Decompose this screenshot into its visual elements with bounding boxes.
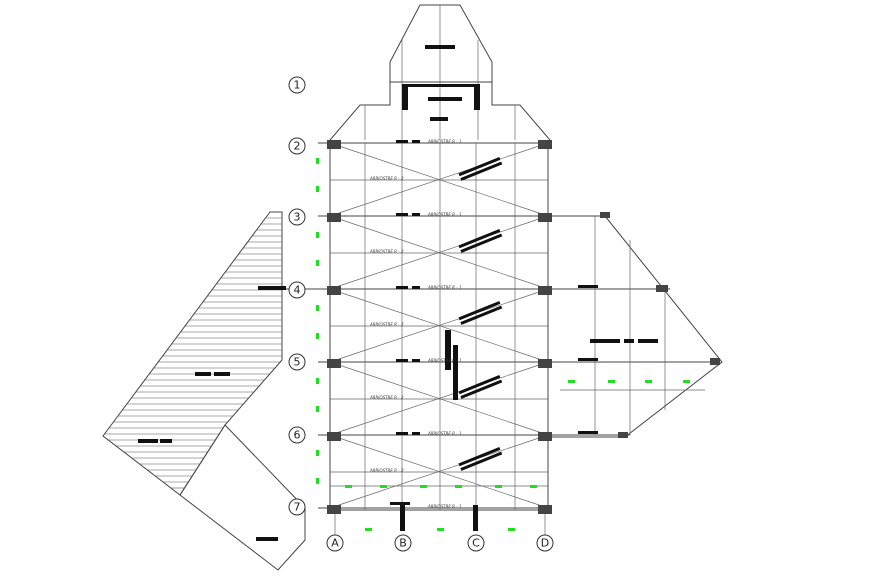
beam-tag: ARRIOSTRE R - 1 bbox=[427, 139, 462, 144]
grid-bubble-col-a: A bbox=[326, 534, 344, 552]
beam-tag: ARRIOSTRE R - 1 bbox=[427, 212, 462, 217]
left-ramp bbox=[102, 211, 330, 571]
svg-text:C: C bbox=[472, 537, 480, 550]
beam-tag: ARRIOSTRE R - 2 bbox=[369, 176, 404, 181]
tower-outline bbox=[329, 4, 551, 141]
beam-tags: ARRIOSTRE R - 1 ARRIOSTRE R - 2 ARRIOSTR… bbox=[369, 139, 462, 509]
svg-text:A: A bbox=[331, 537, 339, 550]
beam-markers bbox=[390, 140, 503, 505]
svg-text:B: B bbox=[399, 537, 407, 550]
grid-bubble-row-7: 7 bbox=[288, 498, 306, 516]
main-frame bbox=[318, 140, 720, 531]
grid-bubble-row-2: 2 bbox=[288, 137, 306, 155]
green-markers bbox=[316, 158, 690, 531]
svg-text:1: 1 bbox=[294, 79, 301, 92]
svg-text:2: 2 bbox=[294, 140, 301, 153]
grid-bubble-row-4: 4 bbox=[288, 281, 306, 299]
grid-bubble-col-c: C bbox=[467, 534, 485, 552]
beam-tag: ARRIOSTRE R - 2 bbox=[369, 249, 404, 254]
beam-tag: ARRIOSTRE R - 2 bbox=[369, 468, 404, 473]
beam-tag: ARRIOSTRE R - 2 bbox=[369, 322, 404, 327]
svg-text:5: 5 bbox=[294, 356, 301, 369]
svg-text:3: 3 bbox=[294, 211, 301, 224]
beam-tag: ARRIOSTRE R - 1 bbox=[427, 504, 462, 509]
svg-text:6: 6 bbox=[294, 429, 301, 442]
svg-text:4: 4 bbox=[294, 284, 301, 297]
svg-text:7: 7 bbox=[294, 501, 301, 514]
grid-bubble-row-1: 1 bbox=[288, 76, 306, 94]
beam-tag: ARRIOSTRE R - 1 bbox=[427, 431, 462, 436]
beam-tag: ARRIOSTRE R - 1 bbox=[427, 358, 462, 363]
grid-bubble-row-6: 6 bbox=[288, 426, 306, 444]
grid-bubbles: 1 2 3 4 5 6 7 A B C D bbox=[288, 76, 554, 552]
grid-bubble-col-b: B bbox=[394, 534, 412, 552]
beam-tag: ARRIOSTRE R - 2 bbox=[369, 395, 404, 400]
grid-bubble-col-d: D bbox=[536, 534, 554, 552]
grid-bubble-row-3: 3 bbox=[288, 208, 306, 226]
right-wing bbox=[548, 212, 723, 438]
grid-bubble-row-5: 5 bbox=[288, 353, 306, 371]
svg-text:D: D bbox=[541, 537, 549, 550]
beam-tag: ARRIOSTRE R - 1 bbox=[427, 285, 462, 290]
